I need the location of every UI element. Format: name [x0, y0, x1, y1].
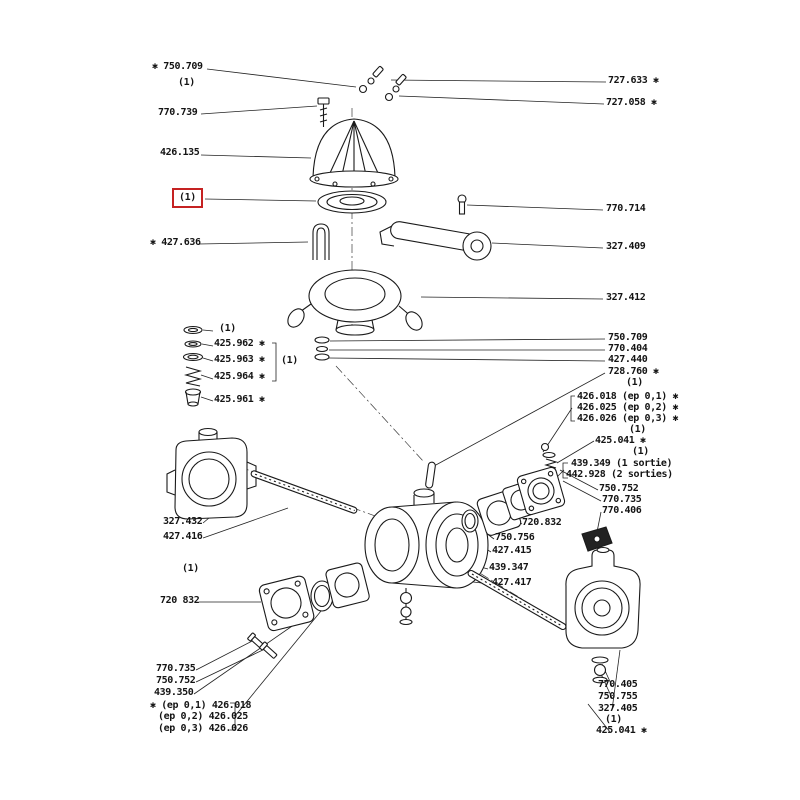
part-valve-flange-right	[516, 442, 566, 516]
part-tie-rod-left	[250, 470, 358, 514]
part-flange-set-bottom-left	[247, 562, 370, 659]
fitting-screws-icon	[358, 66, 407, 102]
part-u-clip	[312, 223, 330, 260]
part-clamp	[581, 526, 613, 552]
parts-layer	[166, 66, 641, 684]
part-manifold-body	[287, 269, 423, 336]
part-rocker-arm	[379, 221, 492, 261]
part-washers-stack	[314, 336, 330, 361]
part-tie-rod-right	[467, 569, 567, 631]
part-pump-head-left	[166, 427, 257, 520]
part-pump-head-right	[565, 546, 641, 684]
leader-lines	[193, 68, 621, 733]
part-bolt-770-739	[317, 97, 330, 127]
part-valve-stack-left	[182, 325, 204, 407]
part-dome-cover	[309, 118, 399, 188]
part-pump-body-center	[364, 461, 489, 626]
part-diaphragm	[317, 190, 387, 214]
part-bolt-770-714	[457, 194, 467, 215]
